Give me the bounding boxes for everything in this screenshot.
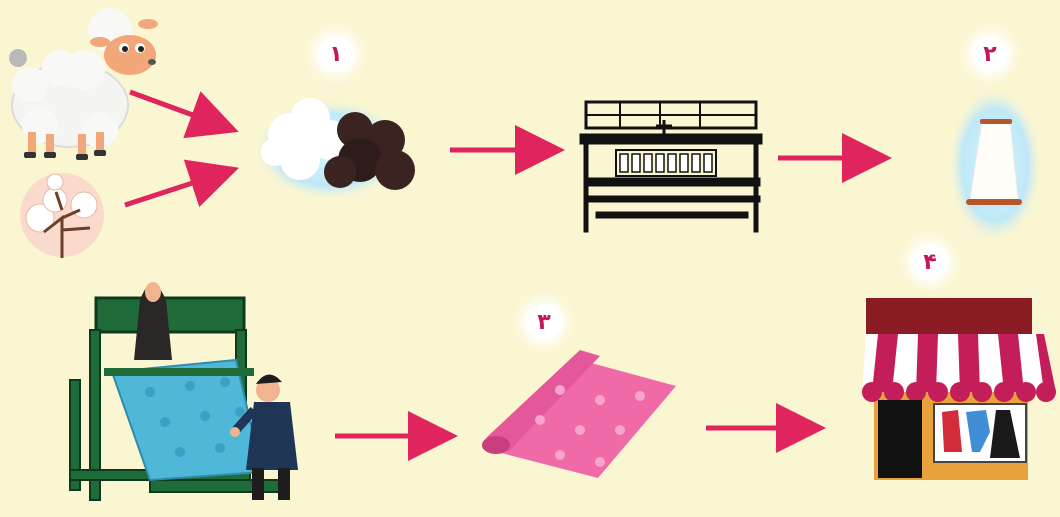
yarn-spool-icon	[947, 85, 1043, 245]
flow-arrow	[125, 174, 220, 205]
step-3-badge: ۳	[526, 304, 562, 340]
spinning-machine-icon	[580, 102, 762, 232]
step-2-badge: ۲	[972, 36, 1008, 72]
flow-arrow	[130, 92, 220, 125]
weaving-loom-icon	[70, 282, 298, 500]
clothing-shop-icon	[862, 298, 1056, 480]
sheep-icon	[9, 8, 158, 160]
step-1-badge: ۱	[318, 36, 354, 72]
fabric-roll-icon	[482, 350, 676, 478]
cotton-boll-icon	[20, 173, 104, 258]
wool-cotton-fiber-icon	[252, 98, 415, 202]
step-4-badge: ۴	[912, 244, 948, 280]
